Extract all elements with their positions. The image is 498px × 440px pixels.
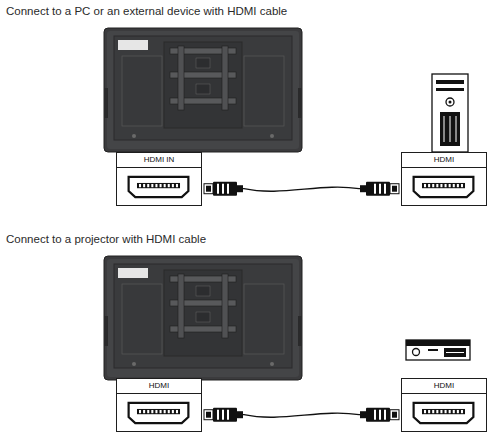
pin (143, 410, 145, 413)
pin (160, 410, 162, 413)
port-label: HDMI (117, 379, 201, 394)
pin (139, 184, 141, 187)
display-back (104, 256, 302, 380)
pin (176, 184, 178, 187)
hdmi-plug (204, 182, 243, 196)
port-outline (414, 403, 474, 423)
projector (406, 340, 470, 346)
pin (160, 184, 162, 187)
pin (432, 184, 434, 187)
pin (151, 184, 153, 187)
pc-tower (432, 74, 468, 152)
pin (461, 184, 463, 187)
port-outline (414, 177, 474, 197)
pin (428, 184, 430, 187)
pin (432, 410, 434, 413)
pin (461, 410, 463, 413)
pin (151, 410, 153, 413)
hdmi-plug (204, 408, 243, 422)
display-back (104, 28, 302, 152)
pin (168, 184, 170, 187)
hdmi-plug (360, 182, 399, 196)
pin (155, 410, 157, 413)
port-outline (129, 177, 189, 197)
pin (449, 410, 451, 413)
pc-tower (444, 116, 445, 142)
pin-strip (422, 409, 465, 414)
heading: Connect to a projector with HDMI cable (6, 233, 206, 245)
pin (445, 410, 447, 413)
port-box: HDMI (401, 152, 487, 206)
pin (457, 410, 459, 413)
pin (147, 184, 149, 187)
pin (168, 410, 170, 413)
hdmi-port (117, 395, 200, 431)
pin (139, 410, 141, 413)
projector (406, 340, 470, 360)
projector (444, 348, 466, 357)
pin-strip (137, 183, 180, 188)
projector (406, 340, 470, 360)
port-box: HDMI (401, 378, 487, 432)
pin (453, 184, 455, 187)
hdmi-port (402, 395, 485, 431)
pin-strip (422, 183, 465, 188)
pin (143, 184, 145, 187)
pin (164, 410, 166, 413)
pin (436, 410, 438, 413)
pin (424, 184, 426, 187)
pin (449, 184, 451, 187)
port-box: HDMI (116, 378, 202, 432)
pc-tower (450, 116, 451, 142)
pin (172, 184, 174, 187)
pc-tower (432, 74, 468, 152)
pin (424, 410, 426, 413)
pc-tower (449, 101, 452, 104)
pin (453, 410, 455, 413)
pc-tower (440, 112, 460, 146)
port-outline (129, 403, 189, 423)
pc-tower (436, 80, 464, 84)
projector (428, 349, 438, 351)
heading: Connect to a PC or an external device wi… (6, 5, 287, 17)
pc-tower (456, 116, 457, 142)
port-label: HDMI (402, 379, 486, 394)
hdmi-port (117, 169, 200, 205)
port-label: HDMI (402, 153, 486, 168)
projector (446, 352, 464, 353)
pin (440, 410, 442, 413)
pin (445, 184, 447, 187)
pin (164, 184, 166, 187)
pin (428, 410, 430, 413)
pc-tower (436, 88, 464, 91)
hdmi-plug (360, 408, 399, 422)
pin (176, 410, 178, 413)
port-label: HDMI IN (117, 153, 201, 168)
pin (457, 184, 459, 187)
pin (172, 410, 174, 413)
pin (436, 184, 438, 187)
pc-tower (446, 98, 454, 106)
hdmi-port (402, 169, 485, 205)
pin (440, 184, 442, 187)
pin (155, 184, 157, 187)
port-box: HDMI IN (116, 152, 202, 206)
projector (413, 349, 420, 356)
pin-strip (137, 409, 180, 414)
pin (147, 410, 149, 413)
